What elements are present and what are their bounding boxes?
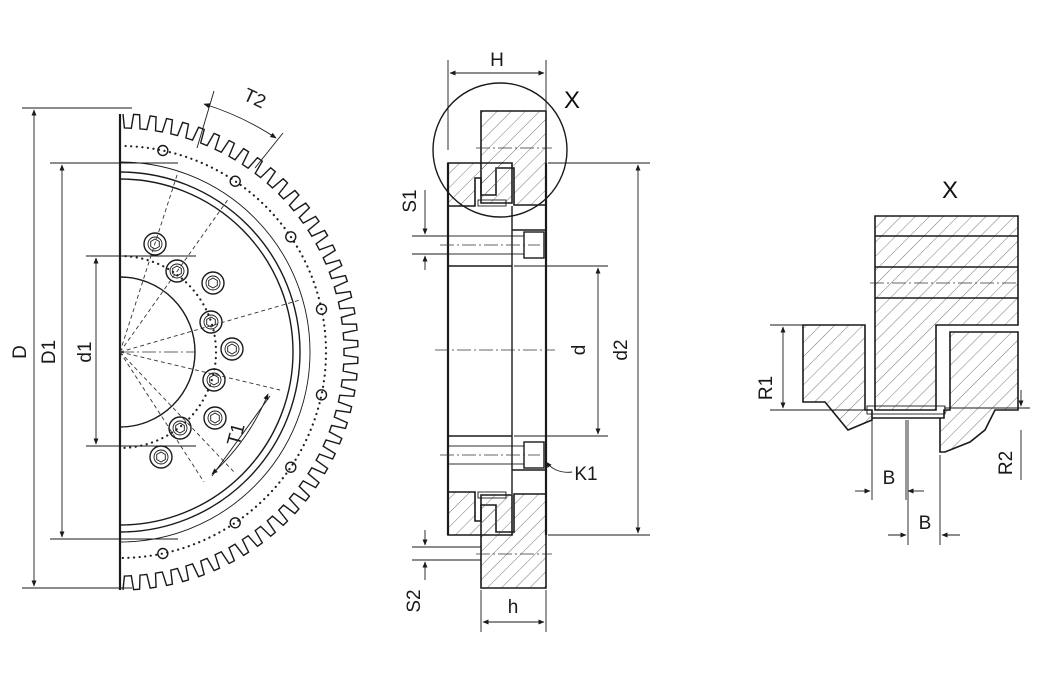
label-K1: K1 xyxy=(574,464,597,485)
label-H: H xyxy=(490,50,504,71)
label-d1: d1 xyxy=(75,341,96,362)
label-h: h xyxy=(508,597,519,618)
socket-bolt-hex-icon xyxy=(150,238,160,250)
rolling-element-bottom xyxy=(477,491,507,499)
outer-ring-inner xyxy=(119,171,301,533)
label-S1: S1 xyxy=(400,189,421,212)
T2-extension-1 xyxy=(196,90,215,149)
radial-construction-line xyxy=(119,197,230,353)
inner-ring-section-bottom xyxy=(447,491,513,536)
outer-mounting-hole xyxy=(157,144,169,157)
socket-bolt-hex-icon xyxy=(156,451,166,463)
label-b-lower: B xyxy=(919,513,932,534)
label-D1: D1 xyxy=(39,340,60,364)
outer-mounting-hole xyxy=(229,517,241,529)
socket-bolt-hex-icon xyxy=(175,422,185,434)
inner-ring-outer xyxy=(119,178,294,526)
K1-leader xyxy=(545,461,573,473)
outer-mounting-hole xyxy=(285,231,297,243)
socket-bolt-inner xyxy=(169,263,185,279)
label-R2: R2 xyxy=(996,451,1017,475)
label-R1: R1 xyxy=(756,376,777,400)
radial-construction-line xyxy=(119,171,179,353)
socket-bolt-hex-icon xyxy=(210,412,220,424)
label-b-upper: B xyxy=(883,468,896,489)
socket-bolt-hex-icon xyxy=(209,374,219,386)
outer-mounting-hole xyxy=(315,303,328,315)
front-view xyxy=(22,90,359,591)
socket-bolt-inner xyxy=(153,449,169,465)
socket-bolt-inner xyxy=(147,236,163,252)
socket-bolt-hex-icon xyxy=(227,343,237,355)
label-D: D xyxy=(10,345,31,359)
detail-x-circle xyxy=(432,82,568,218)
inner-ring-section-top xyxy=(447,162,513,207)
socket-bolt-outer xyxy=(220,337,244,361)
socket-bolt-outer xyxy=(165,259,189,283)
socket-bolt-inner xyxy=(203,314,219,330)
socket-bolt-hex-icon xyxy=(172,265,182,277)
detail-inner-ring xyxy=(802,324,1019,453)
label-d: d xyxy=(569,345,590,356)
radial-construction-line xyxy=(119,351,205,483)
label-T2: T2 xyxy=(240,85,269,113)
T2-extension-2 xyxy=(254,132,284,169)
detail-x-view xyxy=(770,215,1030,545)
socket-bolt-outer xyxy=(202,368,226,392)
socket-bolt-outer xyxy=(149,445,173,469)
socket-bolt-outer xyxy=(199,310,223,334)
section-view xyxy=(412,60,650,632)
T2-dimension-arc xyxy=(203,103,277,139)
radial-construction-line xyxy=(119,299,301,353)
gear-teeth-outline xyxy=(122,113,359,591)
outer-mounting-hole xyxy=(315,389,328,401)
socket-bolt-outer xyxy=(203,406,227,430)
label-T1: T1 xyxy=(224,421,250,448)
inner-bolt-circle xyxy=(118,254,218,450)
socket-bolt-hex-icon xyxy=(208,277,218,289)
rolling-element-top xyxy=(477,199,507,207)
radial-construction-line xyxy=(119,351,281,391)
T1-dimension-arc xyxy=(211,393,269,475)
outer-mounting-hole xyxy=(285,461,297,473)
label-S2: S2 xyxy=(404,589,425,612)
detail-outer-ring xyxy=(874,215,1019,411)
socket-bolt-outer xyxy=(201,271,225,295)
outer-mounting-hole xyxy=(157,547,169,560)
socket-bolt-inner xyxy=(206,372,222,388)
label-x-marker: X xyxy=(564,87,580,114)
outer-ring-face xyxy=(119,161,311,543)
outer-mounting-hole xyxy=(229,175,241,187)
socket-bolt-inner xyxy=(224,341,240,357)
socket-bolt-outer xyxy=(168,416,192,440)
outer-bolt-circle xyxy=(118,144,328,560)
socket-bolt-inner xyxy=(205,275,221,291)
socket-bolt-inner xyxy=(172,420,188,436)
label-d2: d2 xyxy=(611,339,632,360)
label-x-title: X xyxy=(942,177,958,204)
socket-bolt-hex-icon xyxy=(206,316,216,328)
dimension-labels: D D1 d1 T1 T2 H X S1 S2 d d2 K1 h X R1 R… xyxy=(10,50,1017,618)
socket-bolt-outer xyxy=(143,232,167,256)
